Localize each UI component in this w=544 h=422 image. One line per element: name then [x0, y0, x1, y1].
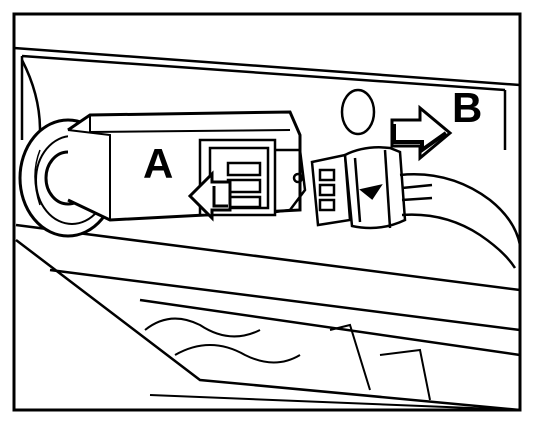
- connector-half-b-icon: [310, 146, 407, 230]
- callout-b-label: B: [452, 84, 482, 131]
- arrow-right-icon: [390, 104, 453, 162]
- panel-slot: [340, 88, 376, 136]
- wiring-cable-icon: [399, 173, 522, 269]
- background-panel: [13, 46, 521, 412]
- callout-a-label: A: [143, 140, 173, 187]
- arrow-left-icon: [187, 170, 232, 222]
- lower-panel-detail: [144, 317, 521, 411]
